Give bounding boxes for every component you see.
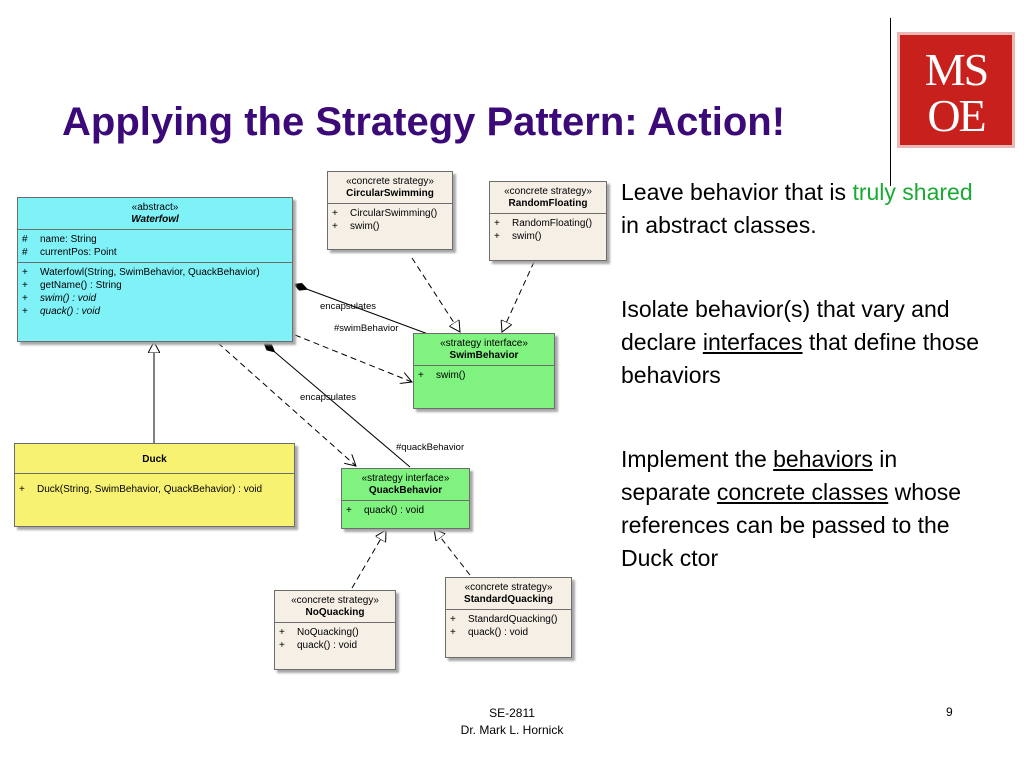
waterfowl-name: Waterfowl [131, 214, 179, 225]
slide-footer: SE-2811 Dr. Mark L. Hornick [432, 705, 592, 739]
swim-behavior-name: SwimBehavior [449, 350, 519, 361]
random-floating-stereotype: «concrete strategy» [504, 186, 592, 197]
label-encapsulates-quack: encapsulates [300, 392, 356, 403]
no-quacking-name: NoQuacking [305, 607, 365, 618]
dependency-waterfowl-swim [294, 334, 412, 382]
waterfowl-attribute: #name: String [22, 234, 97, 245]
footer-course: SE-2811 [489, 706, 535, 720]
page-number: 9 [946, 705, 953, 719]
interface-quack-behavior: «strategy interface» QuackBehavior +quac… [341, 468, 470, 529]
association-waterfowl-quack [262, 341, 411, 468]
label-swim-role: #swimBehavior [334, 323, 399, 334]
waterfowl-attribute: #currentPos: Point [22, 247, 117, 258]
class-duck: Duck +Duck(String, SwimBehavior, QuackBe… [14, 443, 295, 527]
realization-random-swim [502, 261, 535, 332]
class-circular-swimming: «concrete strategy» CircularSwimming +Ci… [327, 171, 453, 250]
no-quacking-operation: +quack() : void [279, 640, 358, 651]
circular-swimming-stereotype: «concrete strategy» [346, 176, 434, 187]
slide-title: Applying the Strategy Pattern: Action! [62, 100, 786, 144]
random-floating-operation: +RandomFloating() [494, 218, 593, 229]
no-quacking-operation: +NoQuacking() [279, 627, 359, 638]
bullet-implement-behaviors: Implement the behaviors in separate conc… [621, 446, 962, 571]
class-waterfowl: «abstract» Waterfowl #name: String #curr… [17, 197, 293, 342]
class-standard-quacking: «concrete strategy» StandardQuacking +St… [445, 577, 572, 658]
label-quack-role: #quackBehavior [396, 442, 465, 453]
duck-operation: +Duck(String, SwimBehavior, QuackBehavio… [19, 484, 263, 495]
logo-line-2: OE [927, 90, 986, 141]
quack-behavior-name: QuackBehavior [368, 485, 443, 496]
realization-circular-swim [411, 257, 460, 332]
header-divider [890, 18, 891, 186]
standard-quacking-name: StandardQuacking [464, 594, 553, 605]
standard-quacking-operation: +quack() : void [450, 627, 529, 638]
bullet-shared-behavior: Leave behavior that is truly shared in a… [621, 179, 973, 238]
logo-line-1: MS [924, 44, 989, 95]
quack-behavior-stereotype: «strategy interface» [361, 473, 450, 484]
waterfowl-operation: +getName() : String [22, 280, 122, 291]
msoe-logo: MS OE [897, 32, 1015, 148]
random-floating-name: RandomFloating [508, 198, 588, 209]
class-random-floating: «concrete strategy» RandomFloating +Rand… [489, 181, 607, 261]
no-quacking-stereotype: «concrete strategy» [291, 595, 379, 606]
association-waterfowl-swim [292, 283, 429, 335]
random-floating-operation: +swim() [494, 231, 542, 242]
realization-noquack-quack [351, 530, 386, 589]
circular-swimming-operation: +swim() [332, 221, 380, 232]
realization-stdquack-quack [434, 529, 471, 576]
swim-behavior-operation: +swim() [418, 370, 466, 381]
duck-name: Duck [142, 454, 167, 465]
dependency-waterfowl-quack [217, 342, 356, 466]
bullet-isolate-behavior: Isolate behavior(s) that vary and declar… [621, 296, 980, 388]
waterfowl-operation: +Waterfowl(String, SwimBehavior, QuackBe… [22, 267, 260, 278]
waterfowl-operation: +swim() : void [22, 293, 97, 304]
swim-behavior-stereotype: «strategy interface» [440, 338, 528, 349]
standard-quacking-stereotype: «concrete strategy» [464, 582, 553, 593]
label-encapsulates-swim: encapsulates [320, 301, 376, 312]
waterfowl-operation: +quack() : void [22, 306, 101, 317]
circular-swimming-operation: +CircularSwimming() [332, 208, 438, 219]
interface-swim-behavior: «strategy interface» SwimBehavior +swim(… [413, 333, 555, 409]
footer-author: Dr. Mark L. Hornick [460, 723, 564, 737]
standard-quacking-operation: +StandardQuacking() [450, 614, 558, 625]
quack-behavior-operation: +quack() : void [346, 505, 425, 516]
circular-swimming-name: CircularSwimming [346, 188, 434, 199]
class-no-quacking: «concrete strategy» NoQuacking +NoQuacki… [274, 590, 396, 670]
waterfowl-stereotype: «abstract» [131, 202, 179, 213]
